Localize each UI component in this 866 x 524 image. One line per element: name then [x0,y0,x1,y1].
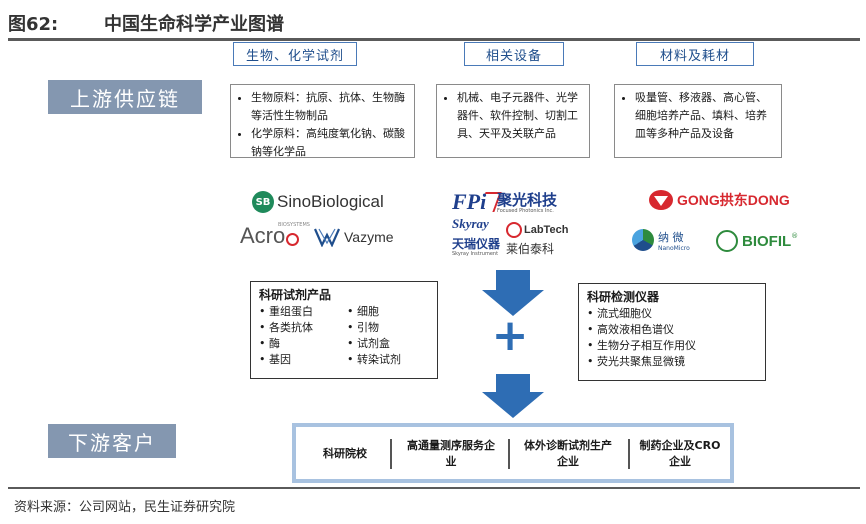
list-item: • 重组蛋白 [259,305,313,318]
biofil-wordmark: BIOFIL [742,232,792,250]
sinobiological-badge-icon: SB [252,191,274,213]
upstream-label: 上游供应链 [48,80,202,114]
labtech-wordmark: LabTech [524,224,569,236]
biofil-logo: BIOFIL ® [716,230,798,252]
biofil-registered-mark: ® [791,232,799,240]
category-header-consumables: 材料及耗材 [636,42,754,66]
category-box-equipment: 机械、电子元器件、光学器件、软件控制、切割工具、天平及关联产品 [436,84,590,158]
vazyme-logo: Vazyme [314,226,394,248]
skyray-english-name: Skyray Instrument [452,251,499,257]
customer-sequencing-services: 高通量测序服务企业 [407,439,495,468]
customer-research-institutes: 科研院校 [323,447,367,460]
list-item: • 酶 [259,337,280,350]
skyray-wordmark: Skyray [452,216,489,231]
acro-ring-icon [286,232,300,246]
list-item: • 各类抗体 [259,321,313,334]
reagent-products-col1: • 重组蛋白 • 各类抗体 • 酶 • 基因 [259,304,313,368]
fpi-logo: FPi [452,188,502,216]
gongdong-logo: GONG拱东DONG [648,188,790,212]
category-header-reagents: 生物、化学试剂 [233,42,357,66]
research-instruments-title: 科研检测仪器 [587,290,660,304]
fpi-mark: FPi [452,189,487,214]
down-arrow-icon [482,374,544,418]
list-item: • 转染试剂 [347,353,401,366]
labtech-logo: LabTech [506,222,568,238]
footer-rule [8,487,860,489]
list-item: • 流式细胞仪 [587,307,652,320]
nanomicro-chinese-name: 纳 微 [658,230,684,244]
divider [508,439,510,469]
plus-icon: + [491,310,529,361]
list-item: • 引物 [347,321,379,334]
reagent-products-title: 科研试剂产品 [259,288,332,302]
fpi-english-name: Focused Photonics Inc. [497,208,554,214]
reagent-products-box: 科研试剂产品 • 重组蛋白 • 各类抗体 • 酶 • 基因 • 细胞 • 引物 … [250,281,438,379]
customer-ivd-reagent-makers: 体外诊断试剂生产企业 [524,439,612,468]
research-instruments-box: 科研检测仪器 • 流式细胞仪 • 高效液相色谱仪 • 生物分子相互作用仪 • 荧… [578,283,766,381]
fpi-chinese-name: 聚光科技 [497,191,558,209]
sinobiological-wordmark: SinoBiological [277,192,384,211]
category-box-consumables: 吸量管、移液器、高心管、细胞培养产品、填料、培养皿等多种产品及设备 [614,84,782,158]
biofil-ring-icon [716,230,738,252]
down-arrow-icon [482,270,544,316]
nanomicro-english-name: NanoMicro [658,244,690,252]
list-item: • 基因 [259,353,291,366]
list-item: • 荧光共聚焦显微镜 [587,355,685,368]
nanomicro-logo: 纳 微 NanoMicro [632,228,690,252]
labtech-ring-icon [506,222,522,238]
labtech-chinese-name: 莱伯泰科 [506,242,555,256]
vazyme-wordmark: Vazyme [344,229,394,245]
category-item: 化学原料：高纯度氧化钠、碳酸钠等化学品 [251,125,406,161]
reagent-products-col2: • 细胞 • 引物 • 试剂盒 • 转染试剂 [347,304,401,368]
customer-pharma-cro: 制药企业及CRO企业 [639,439,721,468]
gongdong-emblem-icon [649,190,673,210]
list-item: • 生物分子相互作用仪 [587,339,696,352]
gongdong-wordmark: GONG拱东DONG [677,192,790,208]
category-box-reagents: 生物原料：抗原、抗体、生物酶等活性生物制品 化学原料：高纯度氧化钠、碳酸钠等化学… [230,84,415,158]
header-rule [8,38,860,41]
figure-number: 图62: [8,14,59,35]
nanomicro-emblem-icon [632,229,654,251]
list-item: • 试剂盒 [347,337,390,350]
acro-logo: Acro [240,222,300,250]
skyray-chinese-name: 天瑞仪器 [452,237,501,251]
category-item: 生物原料：抗原、抗体、生物酶等活性生物制品 [251,89,406,125]
list-item: • 细胞 [347,305,379,318]
vazyme-mark-icon [314,228,340,247]
figure-title: 中国生命科学产业图谱 [104,14,284,35]
category-item: 吸量管、移液器、高心管、细胞培养产品、填料、培养皿等多种产品及设备 [635,89,773,143]
downstream-customers-panel: 科研院校 高通量测序服务企业 体外诊断试剂生产企业 制药企业及CRO企业 [292,423,734,483]
research-instruments-list: • 流式细胞仪 • 高效液相色谱仪 • 生物分子相互作用仪 • 荧光共聚焦显微镜 [587,306,696,370]
list-item: • 高效液相色谱仪 [587,323,674,336]
acro-wordmark: Acro [240,223,286,248]
sinobiological-logo: SB SinoBiological [252,190,384,214]
divider [390,439,392,469]
category-item: 机械、电子元器件、光学器件、软件控制、切割工具、天平及关联产品 [457,89,581,143]
acro-subtitle: BIOSYSTEMS [278,222,310,228]
downstream-label: 下游客户 [48,424,176,458]
divider [628,439,630,469]
source-note: 资料来源：公司网站，民生证券研究院 [14,500,236,515]
category-header-equipment: 相关设备 [464,42,564,66]
